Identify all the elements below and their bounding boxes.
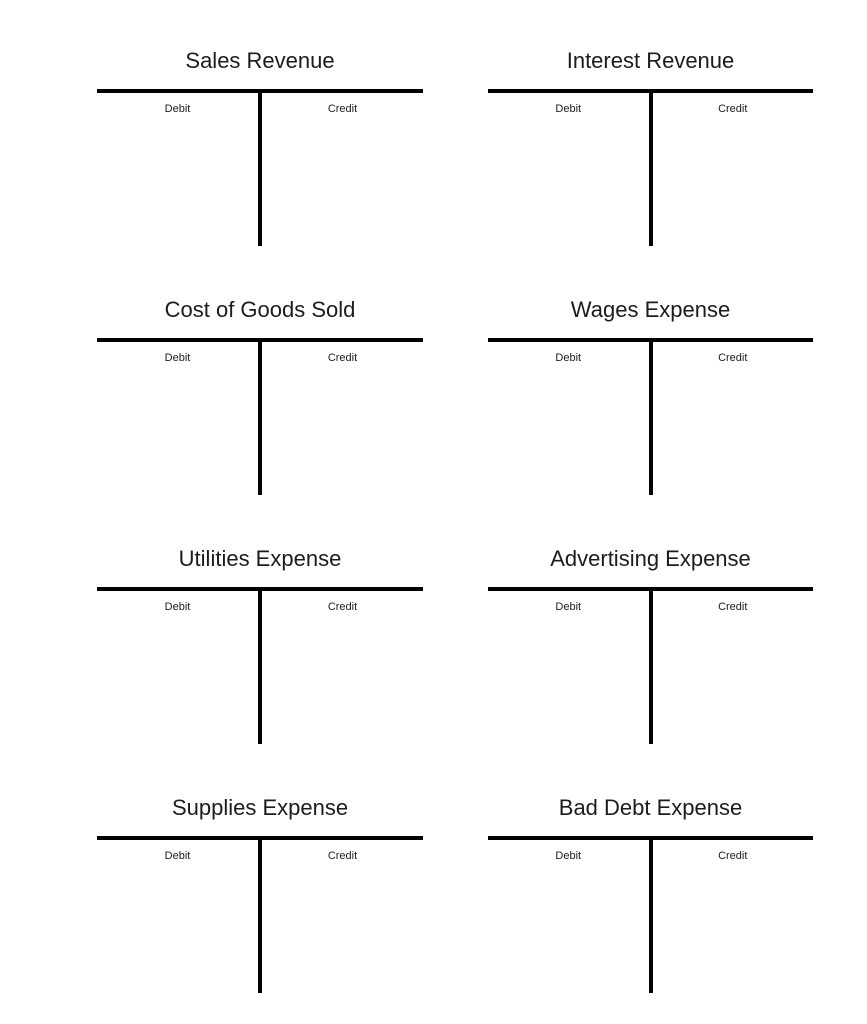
account-title: Bad Debt Expense [558,795,743,820]
credit-label: Credit [718,601,748,613]
t-account-shape: Debit Credit [488,587,813,744]
debit-label: Debit [164,850,191,862]
credit-column: Credit [653,342,814,495]
credit-column: Credit [262,591,423,744]
t-account-shape: Debit Credit [488,89,813,246]
credit-label: Credit [327,850,358,862]
t-account-divider [258,591,262,744]
credit-column: Credit [653,93,814,246]
credit-label: Credit [718,352,748,364]
t-accounts-grid: Sales Revenue Debit Credit Interest Reve… [97,48,813,993]
credit-label: Credit [718,103,748,115]
t-account-sales-revenue: Sales Revenue Debit Credit [97,48,423,246]
t-account-shape: Debit Credit [488,338,813,495]
t-account-bad-debt-expense: Bad Debt Expense Debit Credit [488,795,813,993]
debit-column: Debit [488,591,649,744]
t-account-divider [648,93,653,246]
credit-column: Credit [653,840,814,993]
credit-label: Credit [327,352,358,364]
debit-column: Debit [97,840,258,993]
t-account-divider [258,342,262,495]
debit-label: Debit [164,601,191,613]
account-title: Interest Revenue [566,48,735,73]
debit-label: Debit [164,103,191,115]
debit-column: Debit [488,93,649,246]
t-account-divider [648,342,653,495]
credit-label: Credit [327,601,358,613]
debit-column: Debit [97,591,258,744]
account-title: Wages Expense [570,297,731,322]
t-account-shape: Debit Credit [488,836,813,993]
debit-label: Debit [164,352,191,364]
account-title: Cost of Goods Sold [164,297,356,322]
debit-label: Debit [555,352,582,364]
t-account-advertising-expense: Advertising Expense Debit Credit [488,546,813,744]
t-account-utilities-expense: Utilities Expense Debit Credit [97,546,423,744]
t-account-wages-expense: Wages Expense Debit Credit [488,297,813,495]
credit-column: Credit [653,591,814,744]
debit-label: Debit [555,103,582,115]
t-account-shape: Debit Credit [97,89,423,246]
account-title: Sales Revenue [185,48,335,73]
debit-column: Debit [488,342,649,495]
debit-label: Debit [555,850,582,862]
credit-label: Credit [327,103,358,115]
account-title: Supplies Expense [171,795,349,820]
debit-column: Debit [488,840,649,993]
t-account-divider [258,93,262,246]
credit-column: Credit [262,93,423,246]
debit-column: Debit [97,342,258,495]
credit-column: Credit [262,840,423,993]
t-account-supplies-expense: Supplies Expense Debit Credit [97,795,423,993]
credit-label: Credit [718,850,748,862]
credit-column: Credit [262,342,423,495]
t-account-interest-revenue: Interest Revenue Debit Credit [488,48,813,246]
account-title: Advertising Expense [550,546,751,571]
t-account-shape: Debit Credit [97,836,423,993]
t-account-divider [258,840,262,993]
t-account-shape: Debit Credit [97,338,423,495]
debit-label: Debit [555,601,582,613]
t-account-shape: Debit Credit [97,587,423,744]
debit-column: Debit [97,93,258,246]
t-account-cost-of-goods-sold: Cost of Goods Sold Debit Credit [97,297,423,495]
account-title: Utilities Expense [178,546,342,571]
t-account-divider [648,591,653,744]
t-account-divider [648,840,653,993]
